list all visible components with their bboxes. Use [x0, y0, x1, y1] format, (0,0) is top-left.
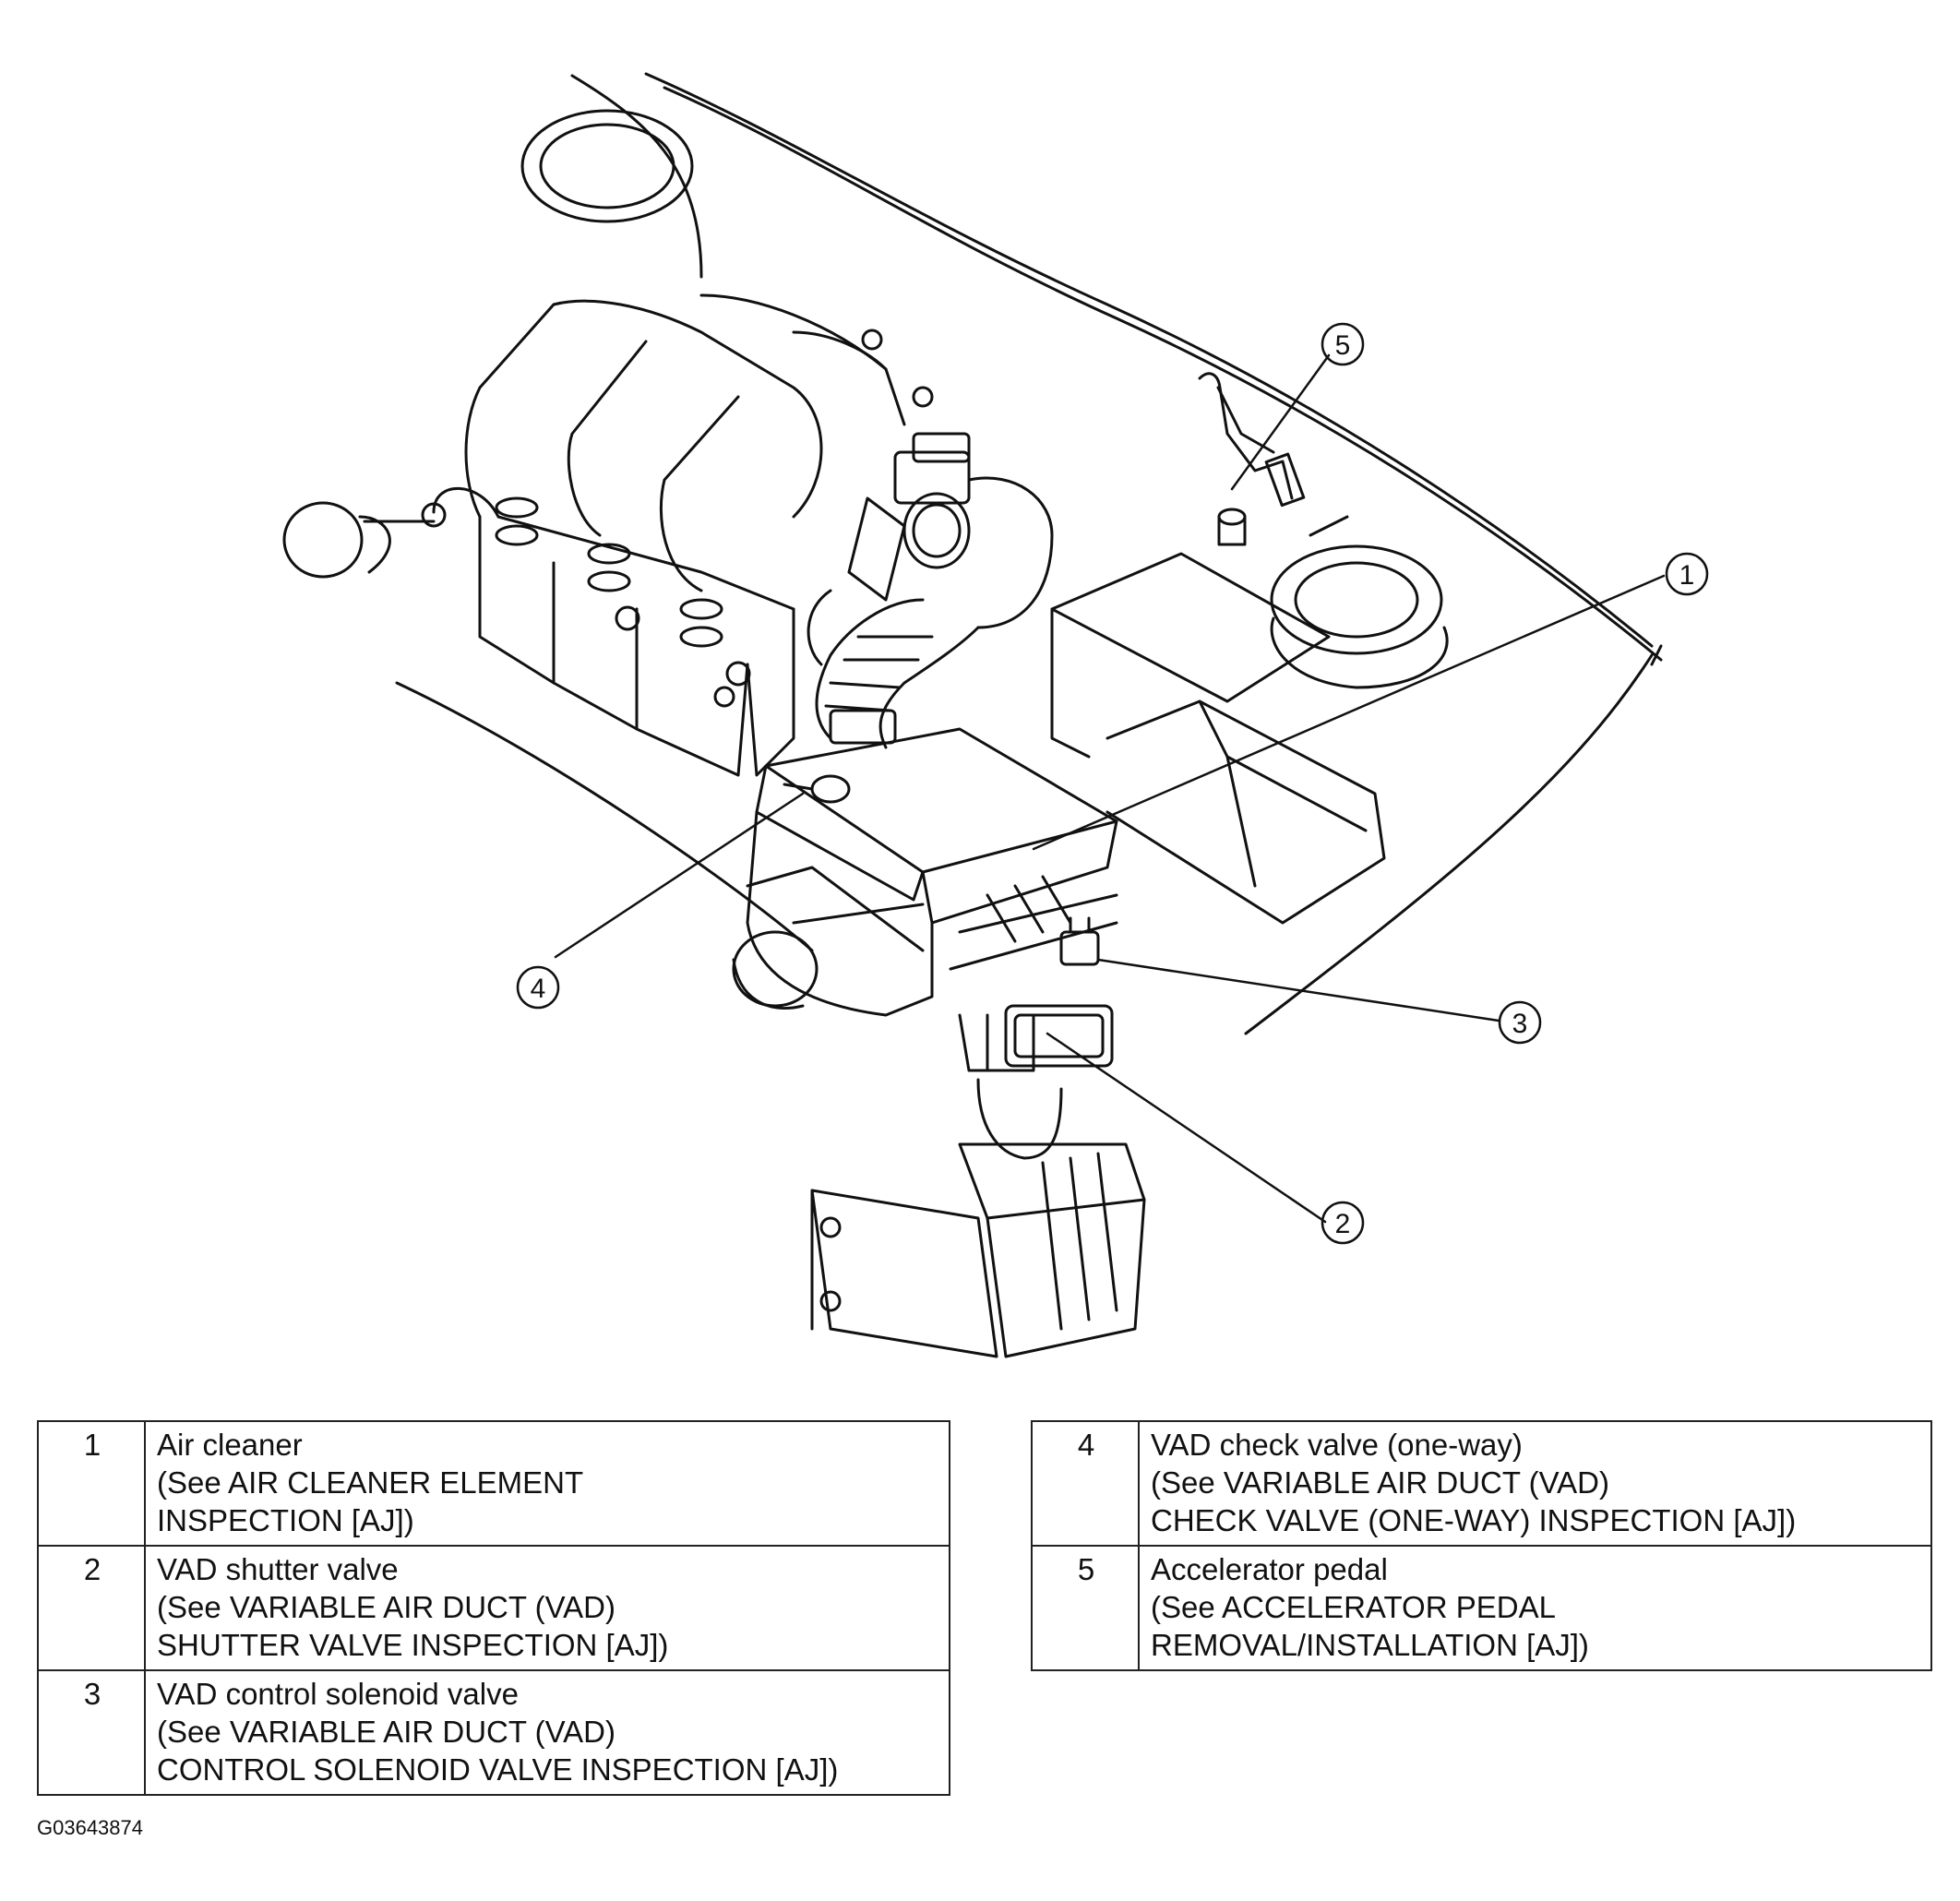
legend-table-right: 4 VAD check valve (one-way) (See VARIABL…: [1031, 1420, 1932, 1671]
leader-line-4: [554, 792, 805, 959]
svg-text:2: 2: [1335, 1209, 1351, 1239]
legend-label: VAD shutter valve: [157, 1552, 399, 1586]
legend-description: Air cleaner (See AIR CLEANER ELEMENT INS…: [144, 1420, 950, 1547]
vad-solenoid: [1059, 916, 1100, 966]
air-cleaner-box: [732, 727, 1118, 1017]
legend-number: 2: [37, 1545, 146, 1671]
leader-line-1: [1032, 574, 1666, 851]
legend-label: Accelerator pedal: [1151, 1552, 1388, 1586]
legend-reference: (See VARIABLE AIR DUCT (VAD) SHUTTER VAL…: [157, 1590, 669, 1662]
accelerator-pedal: [1198, 372, 1306, 508]
leader-line-5: [1230, 353, 1331, 491]
legend-description: Accelerator pedal (See ACCELERATOR PEDAL…: [1138, 1545, 1932, 1671]
svg-text:1: 1: [1679, 560, 1695, 591]
callout-1: 1: [1665, 552, 1709, 596]
legend-row-5: 5 Accelerator pedal (See ACCELERATOR PED…: [1031, 1545, 1932, 1671]
legend-description: VAD check valve (one-way) (See VARIABLE …: [1138, 1420, 1932, 1547]
callout-5: 5: [1321, 322, 1365, 366]
legend-label: Air cleaner: [157, 1428, 303, 1462]
strut-tower-left: [520, 109, 694, 223]
body-outline: [395, 72, 1663, 1035]
callout-4: 4: [516, 965, 560, 1010]
legend-number: 5: [1031, 1545, 1140, 1671]
intake-manifold: [282, 293, 934, 777]
legend-table-left: 1 Air cleaner (See AIR CLEANER ELEMENT I…: [37, 1420, 950, 1796]
strut-tower-right: [1270, 544, 1449, 689]
intake-hose: [815, 598, 980, 749]
legend-reference: (See VARIABLE AIR DUCT (VAD) CONTROL SOL…: [157, 1715, 839, 1787]
leader-line-3: [1096, 958, 1500, 1022]
figure-id: G03643874: [37, 1816, 143, 1839]
relay-box: [1050, 508, 1386, 925]
legend-number: 3: [37, 1669, 146, 1796]
callout-2: 2: [1321, 1201, 1365, 1245]
svg-text:5: 5: [1335, 330, 1351, 361]
leader-line-2: [1046, 1032, 1327, 1224]
svg-text:4: 4: [531, 974, 546, 1004]
leader-lines: [554, 353, 1666, 1224]
legend-row-3: 3 VAD control solenoid valve (See VARIAB…: [37, 1669, 950, 1796]
legend-description: VAD control solenoid valve (See VARIABLE…: [144, 1669, 950, 1796]
svg-text:3: 3: [1512, 1009, 1528, 1039]
legend-label: VAD control solenoid valve: [157, 1677, 519, 1711]
engine-bay-diagram: 1 2 3 4 5: [282, 72, 1709, 1358]
legend-row-1: 1 Air cleaner (See AIR CLEANER ELEMENT I…: [37, 1420, 950, 1547]
legend-number: 1: [37, 1420, 146, 1547]
legend-description: VAD shutter valve (See VARIABLE AIR DUCT…: [144, 1545, 950, 1671]
legend-reference: (See VARIABLE AIR DUCT (VAD) CHECK VALVE…: [1151, 1465, 1797, 1537]
legend-number: 4: [1031, 1420, 1140, 1547]
legend-row-2: 2 VAD shutter valve (See VARIABLE AIR DU…: [37, 1545, 950, 1671]
vad-duct: [810, 1004, 1146, 1358]
legend-label: VAD check valve (one-way): [1151, 1428, 1523, 1462]
legend-reference: (See ACCELERATOR PEDAL REMOVAL/INSTALLAT…: [1151, 1590, 1589, 1662]
legend-row-4: 4 VAD check valve (one-way) (See VARIABL…: [1031, 1420, 1932, 1547]
legend-reference: (See AIR CLEANER ELEMENT INSPECTION [AJ]…: [157, 1465, 584, 1537]
throttle-body: [807, 432, 1054, 666]
callout-3: 3: [1498, 1000, 1542, 1045]
vad-check-valve: [783, 774, 851, 804]
